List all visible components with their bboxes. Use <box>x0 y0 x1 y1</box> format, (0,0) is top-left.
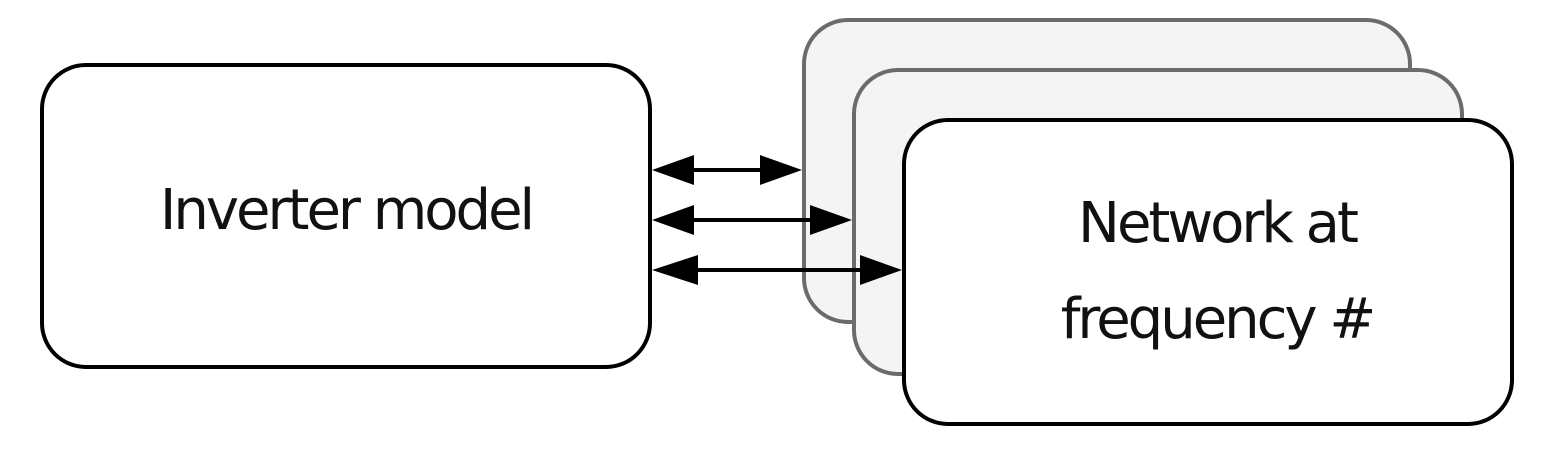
arrow-to-network-3 <box>652 255 902 285</box>
arrow-to-network-1 <box>652 155 802 185</box>
arrow-1-head-right <box>760 155 802 185</box>
arrow-to-network-2 <box>652 205 852 235</box>
arrow-1-head-left <box>652 155 694 185</box>
network-label-line1: Network at <box>1078 191 1359 256</box>
arrow-3-head-left <box>652 255 698 285</box>
inverter-model-box <box>40 63 652 369</box>
inverter-model-label: Inverter model <box>159 178 535 243</box>
arrow-2-head-right <box>810 205 852 235</box>
arrow-3-head-right <box>860 255 902 285</box>
network-label: Network at frequency # <box>902 118 1532 426</box>
network-box-front <box>902 118 1514 426</box>
arrow-2-head-left <box>652 205 694 235</box>
network-label-line2: frequency # <box>1060 287 1377 352</box>
